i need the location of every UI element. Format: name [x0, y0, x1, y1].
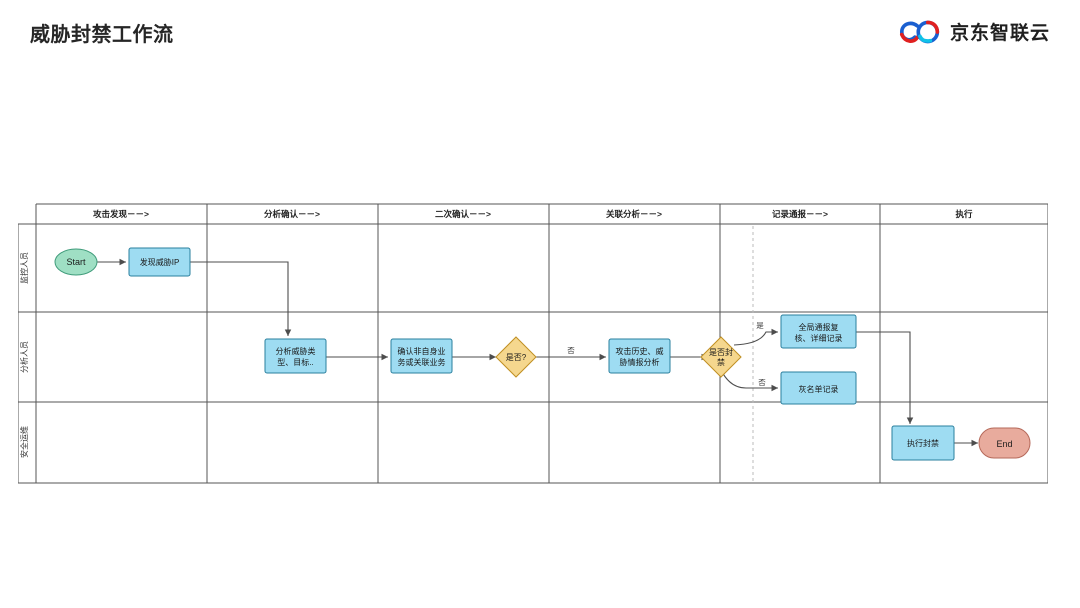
- node-greylist-record-label: 灰名单记录: [799, 384, 839, 394]
- brand-logo: 京东智联云: [899, 18, 1050, 45]
- node-confirm-label-line2: 务或关联业务: [398, 357, 446, 367]
- node-decision-block-label-line1: 是否封: [709, 347, 733, 357]
- page-title: 威胁封禁工作流: [30, 24, 174, 46]
- column-header-1: 分析确认－－>: [264, 209, 320, 219]
- lane-label-0: 监控人员: [19, 252, 29, 284]
- column-header-2: 二次确认－－>: [435, 209, 491, 219]
- node-start[interactable]: Start: [54, 248, 98, 276]
- node-found-threat-ip[interactable]: 发现威胁IP: [128, 247, 191, 277]
- node-confirm-label-line1: 确认非自身业: [398, 346, 446, 356]
- edge-global-report-to-execute-block: [856, 331, 914, 424]
- node-decision-block-or-not[interactable]: 是否封 禁: [700, 336, 742, 378]
- edge-label-yes: 是: [756, 321, 764, 330]
- lane-label-1: 分析人员: [19, 341, 29, 373]
- column-header-5: 执行: [955, 209, 973, 219]
- edge-label-no-1: 否: [567, 346, 575, 355]
- node-execute-block-label: 执行封禁: [907, 438, 939, 448]
- column-header-4: 记录通报－－>: [772, 209, 828, 219]
- node-end[interactable]: End: [978, 427, 1031, 459]
- node-start-label: Start: [66, 257, 86, 267]
- node-global-report-label-line2: 核、详细记录: [795, 333, 843, 343]
- edge-found-ip-to-analyze: [190, 261, 292, 336]
- node-greylist-record[interactable]: 灰名单记录: [780, 371, 857, 405]
- node-end-label: End: [996, 439, 1012, 449]
- node-global-report-label-line1: 全局通报复: [799, 322, 839, 332]
- edge-block-yes-to-global-report: [733, 328, 778, 346]
- lane-label-2: 安全运维: [19, 426, 29, 458]
- edge-label-no-2: 否: [758, 378, 766, 387]
- node-decision-is-or-not[interactable]: 是否?: [495, 336, 537, 378]
- swimlane-flowchart: 攻击发现－－> 分析确认－－> 二次确认－－> 关联分析－－> 记录通报－－> …: [18, 202, 1048, 485]
- node-global-report-review[interactable]: 全局通报复 核、详细记录: [780, 314, 857, 349]
- node-attack-history-label-line1: 攻击历史、威: [616, 346, 664, 356]
- jd-cloud-infinity-icon: [899, 20, 940, 43]
- node-analyze-threat-label-line2: 型、目标..: [277, 357, 313, 367]
- node-analyze-threat[interactable]: 分析威胁类 型、目标..: [264, 338, 327, 374]
- edge-block-no-to-greylist: [720, 369, 778, 392]
- node-confirm-not-own-business[interactable]: 确认非自身业 务或关联业务: [390, 338, 453, 374]
- brand-name: 京东智联云: [949, 23, 1050, 44]
- node-decision-block-label-line2: 禁: [717, 358, 725, 367]
- node-found-threat-ip-label: 发现威胁IP: [140, 257, 180, 267]
- node-execute-block[interactable]: 执行封禁: [891, 425, 955, 461]
- column-header-0: 攻击发现－－>: [93, 209, 149, 219]
- node-attack-history-label-line2: 胁情报分析: [620, 357, 660, 367]
- node-attack-history-analysis[interactable]: 攻击历史、威 胁情报分析: [608, 338, 671, 374]
- node-analyze-threat-label-line1: 分析威胁类: [276, 346, 316, 356]
- column-header-3: 关联分析－－>: [606, 209, 662, 219]
- node-decision-is-or-not-label: 是否?: [506, 353, 527, 362]
